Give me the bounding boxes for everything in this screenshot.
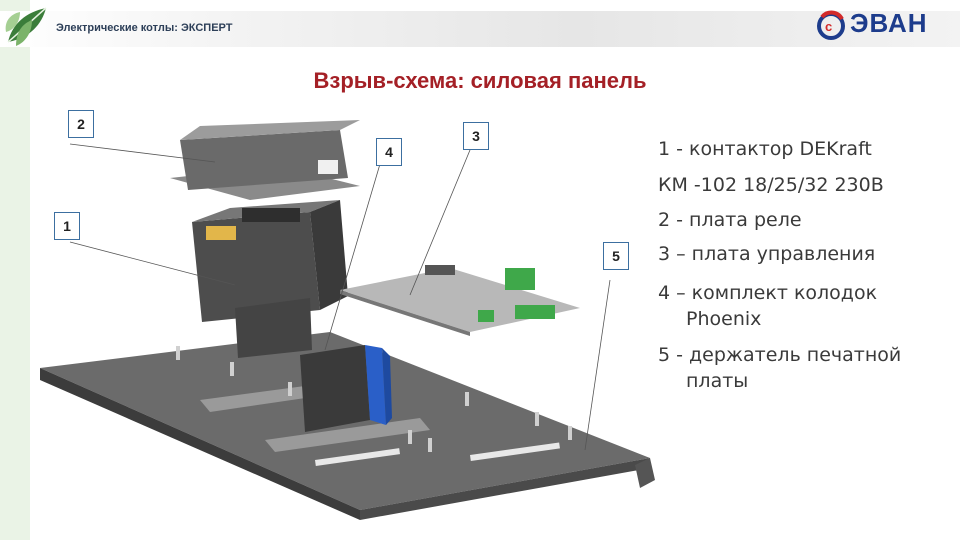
callout-1: 1 <box>54 212 80 240</box>
leaf-logo-icon <box>5 7 47 46</box>
contactor <box>192 200 348 358</box>
exploded-view-drawing <box>40 120 655 520</box>
legend-item-3: 3 – плата управления <box>658 243 876 265</box>
evan-logo-icon: с <box>817 10 845 40</box>
relay-board <box>170 120 360 200</box>
control-board <box>340 265 580 336</box>
legend-item-5-line-2: платы <box>686 370 749 392</box>
legend-item-4-line-1: 4 – комплект колодок <box>658 282 878 304</box>
legend-item-5-line-1: 5 - держатель печатной <box>658 344 902 366</box>
legend-item-2: 2 - плата реле <box>658 209 802 231</box>
legend-item-1-line-2: КМ -102 18/25/32 230В <box>658 174 884 196</box>
left-accent-strip <box>0 0 30 540</box>
header-title: Электрические котлы: ЭКСПЕРТ <box>56 22 233 34</box>
terminal-blocks <box>300 345 392 432</box>
svg-text:с: с <box>825 19 832 34</box>
callout-2: 2 <box>68 110 94 138</box>
callout-5: 5 <box>603 242 629 270</box>
header-band <box>0 11 960 47</box>
logo-text: ЭВАН <box>850 8 928 38</box>
slide-title: Взрыв-схема: силовая панель <box>313 68 647 93</box>
legend-item-1-line-1: 1 - контактор DEKraft <box>658 138 872 160</box>
callout-4: 4 <box>376 138 402 166</box>
legend-item-4-line-2: Phoenix <box>686 308 762 330</box>
callout-3: 3 <box>463 122 489 150</box>
